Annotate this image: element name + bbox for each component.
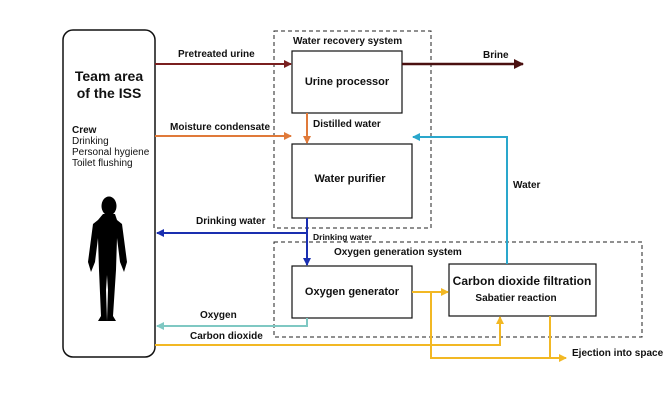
oxygen-generator-label: Oxygen generator	[305, 286, 400, 298]
sabatier-reaction-label: Sabatier reaction	[475, 293, 556, 304]
drinking-water-left-label: Drinking water	[196, 216, 266, 227]
crew-item-drinking: Drinking	[72, 136, 109, 147]
ejection-branch-line	[430, 292, 567, 362]
oxygen-label: Oxygen	[200, 310, 237, 321]
carbon-dioxide-line	[155, 316, 504, 346]
oxygen-generation-system-box	[273, 241, 643, 338]
water-purifier-box	[291, 143, 413, 219]
co2-filtration-box	[448, 263, 597, 317]
water-recovery-system-label: Water recovery system	[293, 36, 402, 47]
water-return-arrow	[412, 133, 508, 264]
human-silhouette-icon	[88, 196, 127, 321]
oxygen-generator-box	[291, 265, 413, 319]
oxygen-generation-system-label: Oxygen generation system	[334, 247, 462, 258]
water-purifier-label: Water purifier	[314, 173, 386, 185]
crew-item-hygiene: Personal hygiene	[72, 147, 150, 158]
team-area-title-line1: Team area	[75, 68, 143, 84]
water-label: Water	[513, 180, 541, 191]
distilled-water-label: Distilled water	[313, 119, 381, 130]
moisture-condensate-label: Moisture condensate	[170, 122, 270, 133]
urine-processor-box	[291, 50, 403, 114]
co2-filtration-label: Carbon dioxide filtration	[453, 274, 592, 288]
drinking-water-down-label: Drinking water	[313, 232, 373, 242]
team-area-title-line2: of the ISS	[77, 85, 142, 101]
carbon-dioxide-label: Carbon dioxide	[190, 331, 263, 342]
crew-heading: Crew	[72, 125, 97, 136]
water-recovery-system-box	[273, 30, 432, 229]
crew-item-toilet: Toilet flushing	[72, 158, 133, 169]
ejection-label: Ejection into space	[572, 348, 664, 359]
pretreated-urine-label: Pretreated urine	[178, 49, 255, 60]
brine-label: Brine	[483, 50, 509, 61]
team-area-panel	[62, 29, 156, 358]
oxygen-arrow	[156, 318, 308, 330]
urine-processor-label: Urine processor	[305, 76, 390, 88]
